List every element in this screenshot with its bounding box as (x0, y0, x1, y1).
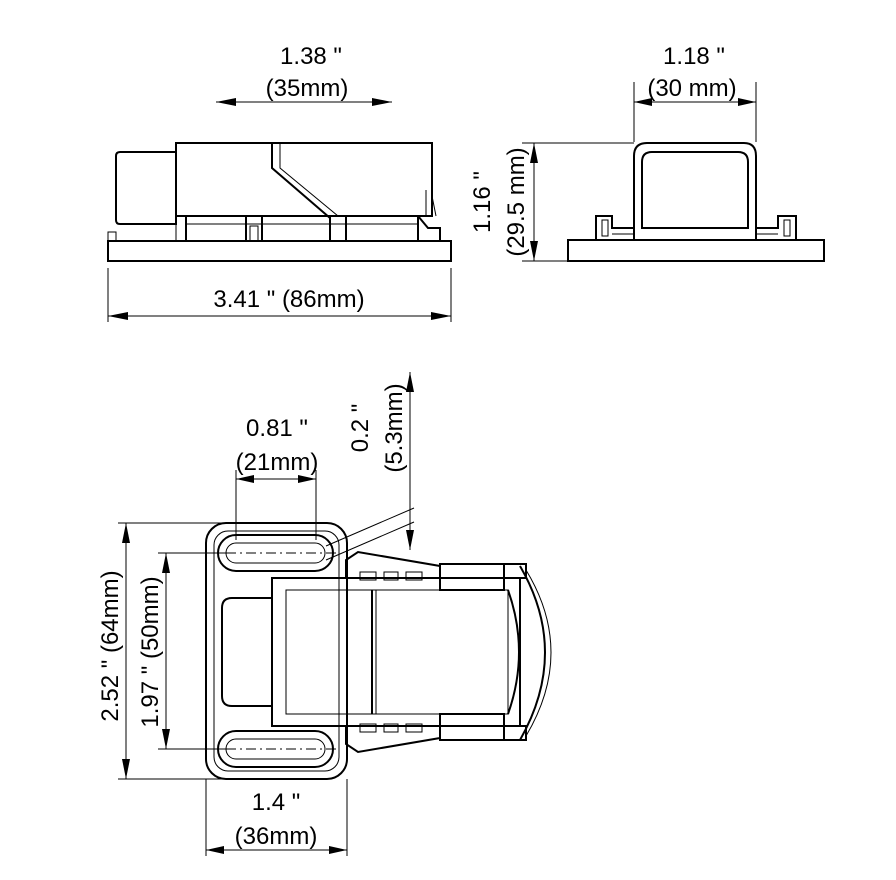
dim-end-width-inch: 1.18 " (663, 43, 725, 70)
dim-slot-width: 0.81 " (21mm) (235, 415, 319, 540)
dim-slot-width-mm: (21mm) (236, 449, 319, 476)
top-view (205, 522, 552, 780)
terminal-lower (345, 713, 527, 754)
dim-overall-length: 3.41 " (86mm) (107, 268, 452, 322)
dim-slot-offset-inch: 0.2 " (347, 404, 374, 453)
dim-slot-spacing: 1.97 " (50mm) (137, 552, 226, 750)
dim-end-height-inch: 1.16 " (469, 171, 496, 233)
side-view (107, 142, 452, 262)
dim-slot-offset-mm: (5.3mm) (381, 383, 408, 472)
end-view-hood-inner (641, 151, 749, 229)
terminal-upper (345, 550, 527, 591)
dim-base-width-inch: 1.4 " (252, 789, 301, 816)
dim-slot-offset: 0.2 " (5.3mm) (325, 372, 415, 561)
cover-bail (519, 565, 546, 741)
end-view-hood-outer (633, 142, 757, 240)
top-view-left-cap (221, 597, 273, 707)
mounting-slot-top (217, 534, 340, 572)
dim-end-width: 1.18 " (30 mm) (633, 43, 757, 142)
end-view-base-plate (567, 239, 825, 262)
dim-slot-width-inch: 0.81 " (246, 415, 308, 442)
dim-end-width-mm: (30 mm) (647, 75, 736, 102)
dim-end-height-mm: (29.5 mm) (503, 147, 530, 256)
side-view-lower-block (185, 215, 419, 242)
end-view (567, 142, 825, 262)
side-view-left-cap (115, 151, 177, 225)
side-view-base-plate (107, 240, 452, 262)
dim-end-height: 1.16 " (29.5 mm) (469, 142, 634, 262)
dim-side-top-width-mm: (35mm) (266, 75, 349, 102)
dim-base-width: 1.4 " (36mm) (205, 779, 348, 856)
side-view-cover-split (271, 143, 331, 219)
dim-slot-spacing-text: 1.97 " (50mm) (137, 576, 164, 727)
dim-side-top-width: 1.38 " (35mm) (216, 43, 392, 106)
dim-side-top-width-inch: 1.38 " (280, 43, 342, 70)
mounting-slot-bottom (217, 730, 340, 768)
top-view-fuse-body (271, 577, 521, 727)
dim-overall-length-text: 3.41 " (86mm) (213, 286, 364, 313)
side-view-main-body (175, 142, 433, 217)
dim-base-height: 2.52 " (64mm) (97, 522, 230, 780)
dim-base-width-mm: (36mm) (235, 823, 318, 850)
dim-base-height-text: 2.52 " (64mm) (97, 570, 124, 721)
top-view-base-plate (205, 522, 348, 780)
